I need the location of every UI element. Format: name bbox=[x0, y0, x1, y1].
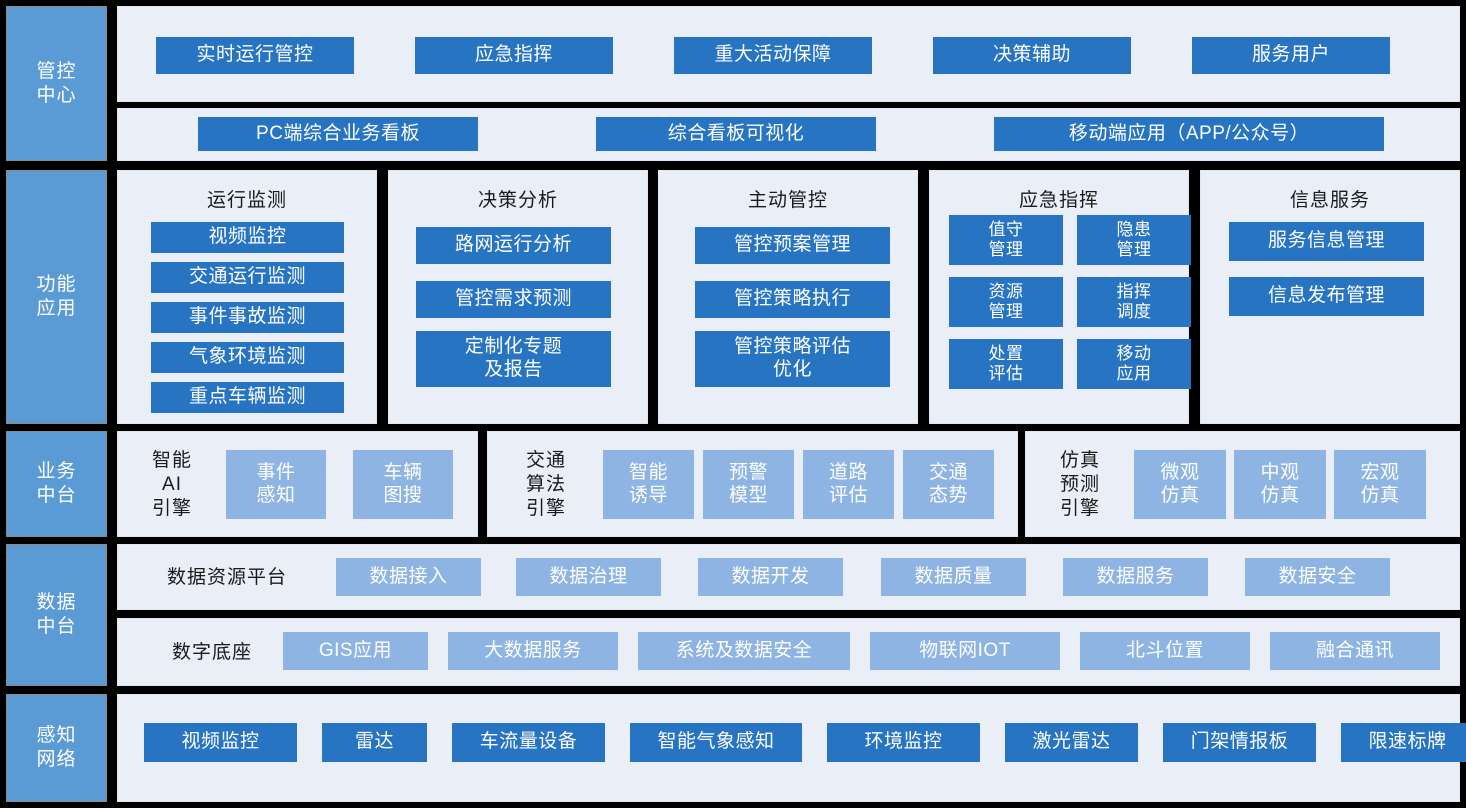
sn-btn-speed-limit-sign[interactable]: 限速标牌 bbox=[1341, 723, 1466, 762]
fa-btn-command-dispatch[interactable]: 指挥 调度 bbox=[1077, 277, 1191, 327]
cc-btn-mobile-app[interactable]: 移动端应用（APP/公众号） bbox=[994, 117, 1384, 151]
sidebar-label-function-app: 功能 应用 bbox=[36, 274, 77, 319]
fa-btn-video-surveillance[interactable]: 视频监控 bbox=[151, 222, 344, 253]
sidebar-item-business-middle-platform[interactable]: 业务 中台 bbox=[6, 431, 107, 537]
fa-group-active-control: 主动管控 管控预案管理 管控策略执行 管控策略评估 优化 bbox=[658, 170, 918, 424]
fa-btn-incident-accident-monitoring[interactable]: 事件事故监测 bbox=[151, 302, 344, 333]
bm-btn-vehicle-image-search[interactable]: 车辆 图搜 bbox=[353, 450, 453, 519]
fa-btn-control-strategy-execution[interactable]: 管控策略执行 bbox=[695, 281, 890, 318]
bm-btn-traffic-situation[interactable]: 交通 态势 bbox=[903, 450, 994, 519]
bm-label-ai-engine: 智能 AI 引擎 bbox=[151, 450, 192, 519]
sn-btn-radar[interactable]: 雷达 bbox=[322, 723, 427, 762]
fa-btn-traffic-operation-monitoring[interactable]: 交通运行监测 bbox=[151, 262, 344, 293]
fa-btn-control-strategy-evaluation-optimization[interactable]: 管控策略评估 优化 bbox=[695, 331, 890, 387]
dm-btn-data-development[interactable]: 数据开发 bbox=[698, 558, 843, 596]
dm-btn-data-security[interactable]: 数据安全 bbox=[1245, 558, 1390, 596]
cc-btn-realtime-operation-control[interactable]: 实时运行管控 bbox=[156, 37, 354, 74]
fa-btn-information-release-management[interactable]: 信息发布管理 bbox=[1229, 277, 1424, 316]
bm-btn-meso-simulation[interactable]: 中观 仿真 bbox=[1234, 450, 1326, 519]
dm-btn-gis-application[interactable]: GIS应用 bbox=[283, 632, 428, 670]
sn-btn-lidar[interactable]: 激光雷达 bbox=[1005, 723, 1138, 762]
fa-btn-duty-management[interactable]: 值守 管理 bbox=[949, 215, 1063, 265]
bm-label-simulation-forecast-engine: 仿真 预测 引擎 bbox=[1059, 450, 1100, 519]
dm-label-data-resource-platform: 数据资源平台 bbox=[166, 567, 287, 589]
dm-btn-iot[interactable]: 物联网IOT bbox=[870, 632, 1060, 670]
fa-group-operation-monitoring: 运行监测 视频监控 交通运行监测 事件事故监测 气象环境监测 重点车辆监测 bbox=[117, 170, 377, 424]
fa-btn-service-information-management[interactable]: 服务信息管理 bbox=[1229, 222, 1424, 261]
sn-btn-gantry-information-board[interactable]: 门架情报板 bbox=[1163, 723, 1316, 762]
fa-btn-control-demand-forecast[interactable]: 管控需求预测 bbox=[416, 281, 611, 318]
fa-btn-control-plan-management[interactable]: 管控预案管理 bbox=[695, 227, 890, 264]
bm-btn-event-perception[interactable]: 事件 感知 bbox=[226, 450, 326, 519]
sn-btn-traffic-flow-device[interactable]: 车流量设备 bbox=[452, 723, 605, 762]
fa-btn-disposal-evaluation[interactable]: 处置 评估 bbox=[949, 339, 1063, 389]
fa-btn-weather-environment-monitoring[interactable]: 气象环境监测 bbox=[151, 342, 344, 373]
sn-btn-environment-monitoring[interactable]: 环境监控 bbox=[827, 723, 980, 762]
cc-btn-emergency-command[interactable]: 应急指挥 bbox=[415, 37, 613, 74]
fa-btn-road-network-operation-analysis[interactable]: 路网运行分析 bbox=[416, 227, 611, 264]
sn-row-panel: 视频监控 雷达 车流量设备 智能气象感知 环境监控 激光雷达 门架情报板 限速标… bbox=[117, 694, 1466, 802]
bm-group-simulation-forecast-engine: 仿真 预测 引擎 微观 仿真 中观 仿真 宏观 仿真 bbox=[1025, 431, 1460, 537]
sn-btn-smart-weather-sensing[interactable]: 智能气象感知 bbox=[630, 723, 802, 762]
dm-btn-data-governance[interactable]: 数据治理 bbox=[516, 558, 661, 596]
dm-btn-beidou-positioning[interactable]: 北斗位置 bbox=[1080, 632, 1250, 670]
dm-row-data-resource-platform: 数据资源平台 数据接入 数据治理 数据开发 数据质量 数据服务 数据安全 bbox=[117, 544, 1460, 610]
bm-btn-smart-guidance[interactable]: 智能 诱导 bbox=[603, 450, 694, 519]
cc-btn-decision-assistance[interactable]: 决策辅助 bbox=[933, 37, 1131, 74]
sidebar-item-control-center[interactable]: 管控 中心 bbox=[6, 6, 107, 161]
fa-group-information-service: 信息服务 服务信息管理 信息发布管理 bbox=[1200, 170, 1460, 424]
bm-group-traffic-algorithm-engine: 交通 算法 引擎 智能 诱导 预警 模型 道路 评估 交通 态势 bbox=[487, 431, 1018, 537]
sidebar-item-sensing-network[interactable]: 感知 网络 bbox=[6, 694, 107, 802]
dm-label-digital-base: 数字底座 bbox=[171, 642, 252, 664]
cc-btn-integrated-dashboard-visualization[interactable]: 综合看板可视化 bbox=[596, 117, 876, 151]
dm-btn-big-data-service[interactable]: 大数据服务 bbox=[448, 632, 618, 670]
dm-btn-data-service[interactable]: 数据服务 bbox=[1063, 558, 1208, 596]
bm-label-traffic-algorithm-engine: 交通 算法 引擎 bbox=[525, 450, 566, 519]
cc-btn-major-event-support[interactable]: 重大活动保障 bbox=[674, 37, 872, 74]
cc-btn-pc-integrated-business-dashboard[interactable]: PC端综合业务看板 bbox=[198, 117, 478, 151]
fa-group-title-operation-monitoring: 运行监测 bbox=[206, 189, 287, 211]
dm-btn-data-ingestion[interactable]: 数据接入 bbox=[336, 558, 481, 596]
fa-btn-key-vehicle-monitoring[interactable]: 重点车辆监测 bbox=[151, 382, 344, 413]
sidebar-item-data-middle-platform[interactable]: 数据 中台 bbox=[6, 544, 107, 686]
dm-btn-system-and-data-security[interactable]: 系统及数据安全 bbox=[638, 632, 850, 670]
bm-group-ai-engine: 智能 AI 引擎 事件 感知 车辆 图搜 bbox=[117, 431, 478, 537]
dm-row-digital-base: 数字底座 GIS应用 大数据服务 系统及数据安全 物联网IOT 北斗位置 融合通… bbox=[117, 618, 1460, 686]
bm-btn-micro-simulation[interactable]: 微观 仿真 bbox=[1134, 450, 1226, 519]
bm-btn-road-evaluation[interactable]: 道路 评估 bbox=[803, 450, 894, 519]
sidebar-label-data-middle-platform: 数据 中台 bbox=[36, 592, 77, 637]
sidebar-item-function-app[interactable]: 功能 应用 bbox=[6, 170, 107, 424]
bm-btn-early-warning-model[interactable]: 预警 模型 bbox=[703, 450, 794, 519]
dm-btn-data-quality[interactable]: 数据质量 bbox=[881, 558, 1026, 596]
cc-btn-service-users[interactable]: 服务用户 bbox=[1192, 37, 1390, 74]
fa-group-emergency-command: 应急指挥 值守 管理 隐患 管理 资源 管理 指挥 调度 处置 评估 移动 应用 bbox=[929, 170, 1191, 424]
fa-btn-resource-management[interactable]: 资源 管理 bbox=[949, 277, 1063, 327]
fa-btn-mobile-application[interactable]: 移动 应用 bbox=[1077, 339, 1191, 389]
bm-btn-macro-simulation[interactable]: 宏观 仿真 bbox=[1334, 450, 1426, 519]
control-center-row1-panel: 实时运行管控 应急指挥 重大活动保障 决策辅助 服务用户 bbox=[117, 6, 1460, 102]
fa-btn-customized-topic-and-report[interactable]: 定制化专题 及报告 bbox=[416, 331, 611, 387]
fa-group-title-decision-analysis: 决策分析 bbox=[477, 189, 558, 211]
fa-group-decision-analysis: 决策分析 路网运行分析 管控需求预测 定制化专题 及报告 bbox=[388, 170, 648, 424]
fa-group-title-information-service: 信息服务 bbox=[1289, 189, 1370, 211]
sn-btn-video-surveillance[interactable]: 视频监控 bbox=[144, 723, 297, 762]
dm-btn-converged-communication[interactable]: 融合通讯 bbox=[1270, 632, 1440, 670]
sidebar-label-control-center: 管控 中心 bbox=[36, 60, 77, 106]
fa-btn-hazard-management[interactable]: 隐患 管理 bbox=[1077, 215, 1191, 265]
sidebar-label-business-middle-platform: 业务 中台 bbox=[36, 461, 77, 506]
control-center-row2-panel: PC端综合业务看板 综合看板可视化 移动端应用（APP/公众号） bbox=[117, 108, 1460, 161]
fa-group-title-active-control: 主动管控 bbox=[747, 189, 828, 211]
fa-group-title-emergency-command: 应急指挥 bbox=[1018, 189, 1099, 211]
sidebar-label-sensing-network: 感知 网络 bbox=[36, 725, 77, 770]
